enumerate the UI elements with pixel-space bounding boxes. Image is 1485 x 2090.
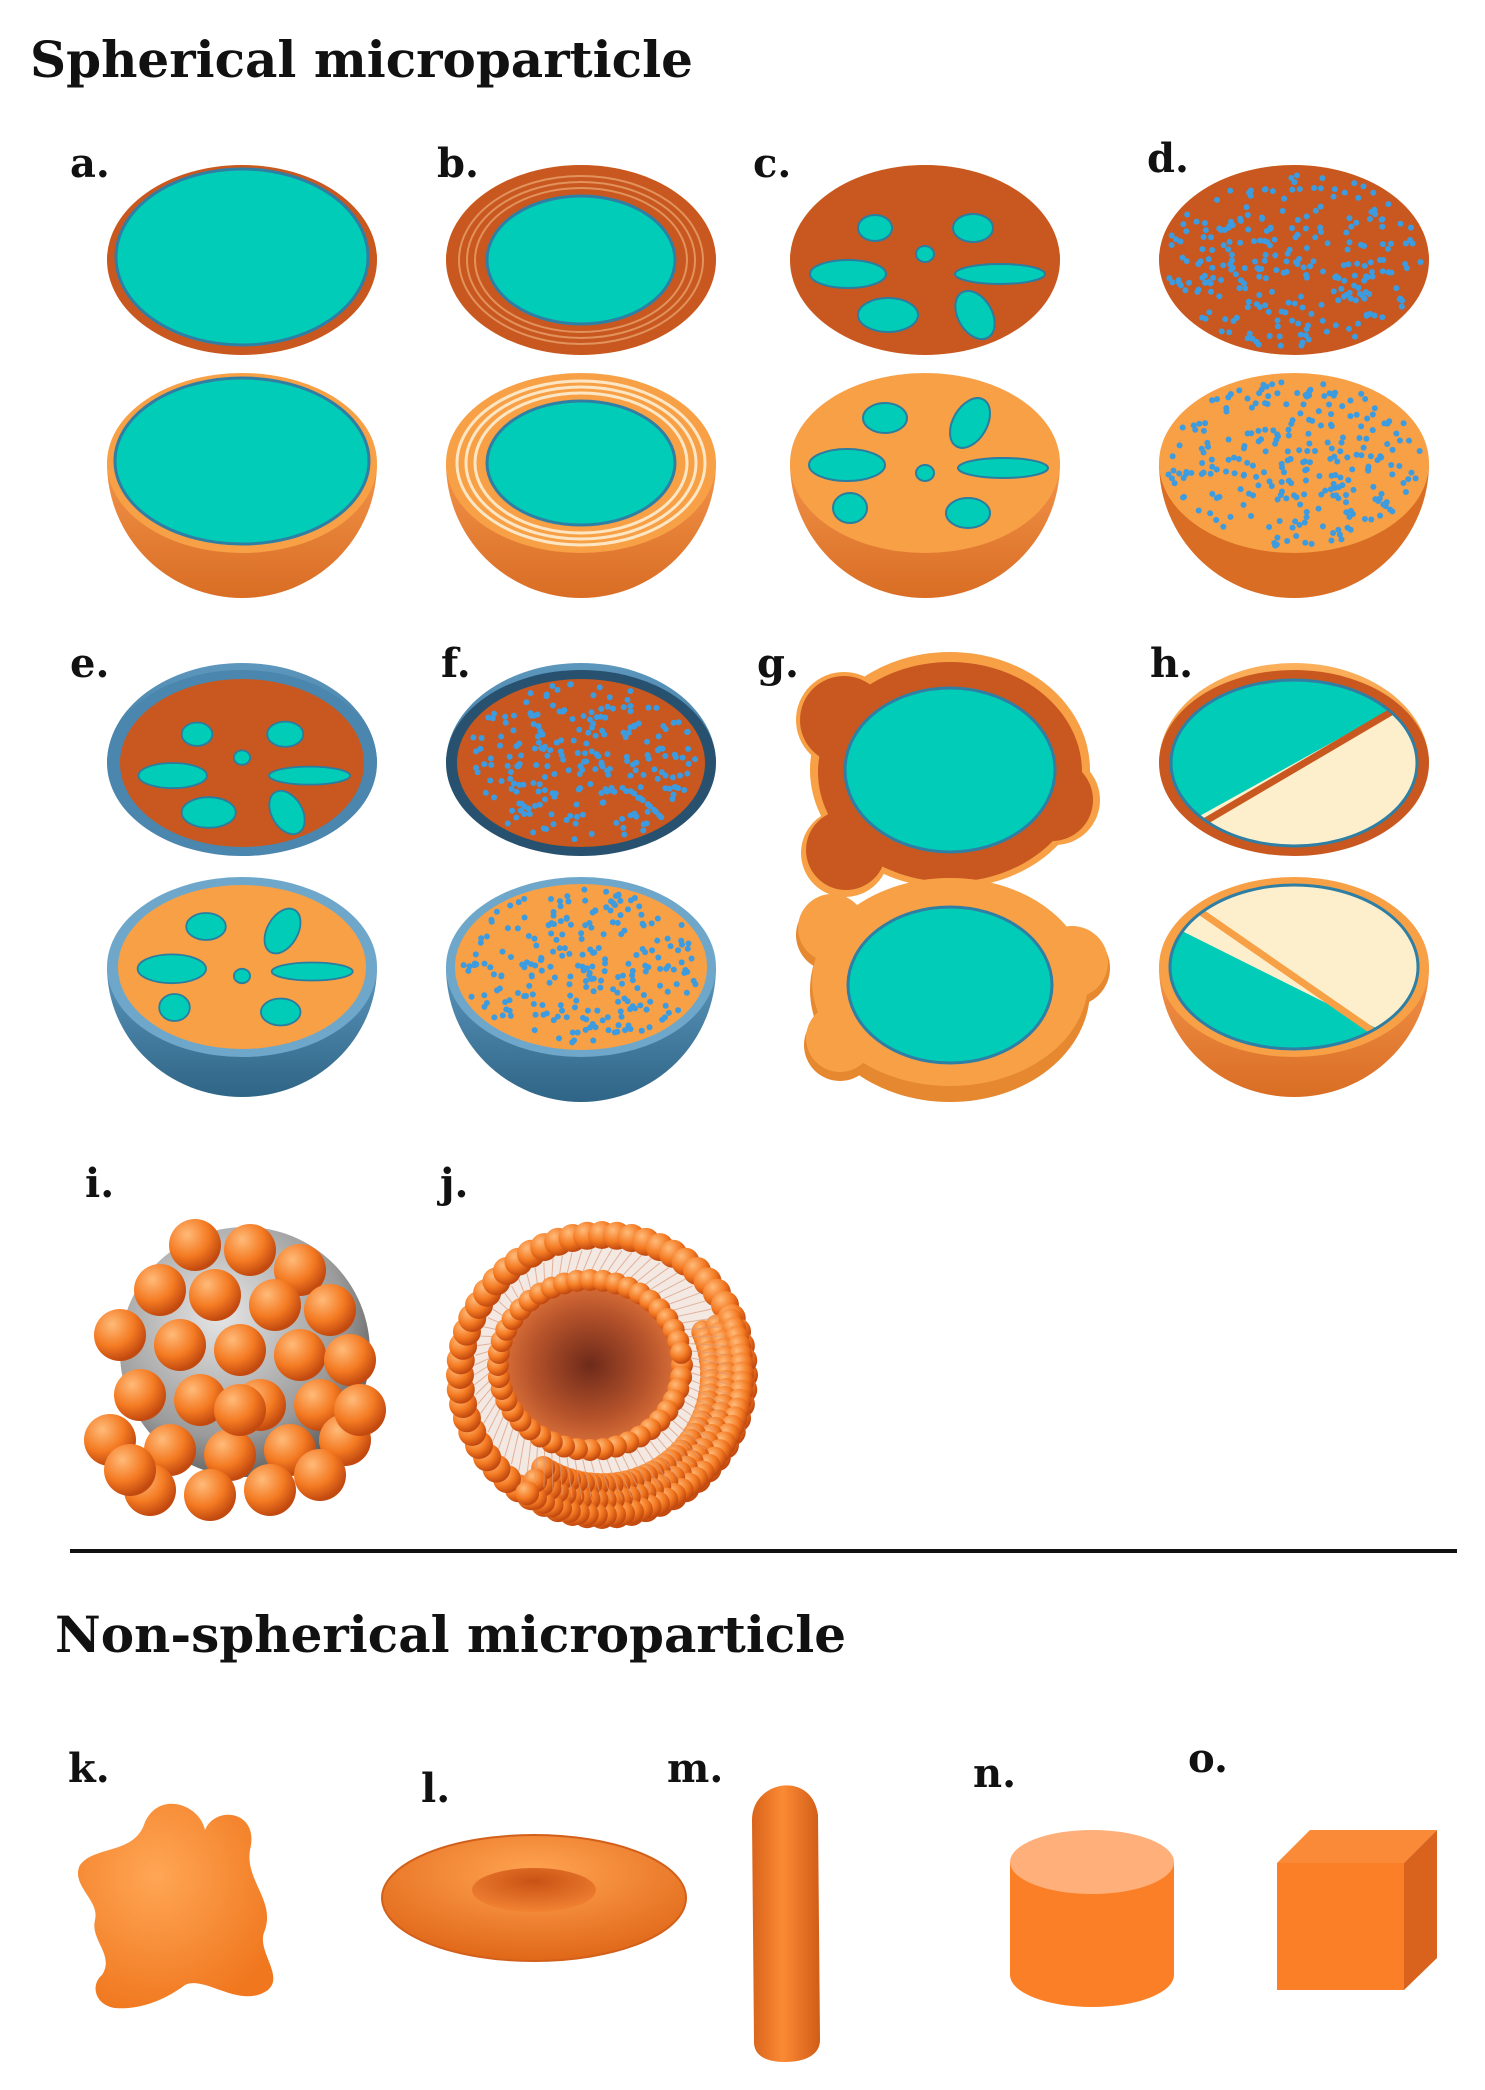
panel-e-coated-multicore bbox=[107, 663, 377, 1097]
panel-g-irregular-shell bbox=[796, 652, 1110, 1102]
panel-j-liposome bbox=[446, 1221, 758, 1529]
panel-label-d: d. bbox=[1147, 135, 1189, 182]
panel-f-coated-matrix bbox=[446, 663, 716, 1102]
panel-k-irregular-particle bbox=[77, 1803, 274, 2009]
panel-label-o: o. bbox=[1188, 1735, 1228, 1782]
panel-label-l: l. bbox=[421, 1765, 451, 1812]
heading-non-spherical: Non-spherical microparticle bbox=[55, 1605, 847, 1664]
panel-label-j: j. bbox=[440, 1160, 469, 1207]
panel-o-cube bbox=[1277, 1830, 1437, 1990]
panel-n-cylinder bbox=[1010, 1830, 1174, 2007]
panel-a-core-shell bbox=[107, 165, 377, 598]
panel-l-torus bbox=[381, 1834, 687, 1962]
panel-h-janus bbox=[1159, 663, 1429, 1097]
panel-label-b: b. bbox=[437, 140, 479, 187]
panel-d-matrix-dispersed bbox=[1159, 165, 1429, 598]
panel-label-e: e. bbox=[70, 640, 110, 687]
heading-spherical: Spherical microparticle bbox=[30, 30, 693, 89]
panel-i-pickering-particle bbox=[84, 1219, 386, 1521]
panel-label-h: h. bbox=[1150, 640, 1194, 687]
panel-m-rod bbox=[752, 1785, 820, 2062]
panel-label-i: i. bbox=[85, 1160, 115, 1207]
panel-label-n: n. bbox=[973, 1750, 1017, 1797]
panel-b-multilayer-shell bbox=[446, 165, 716, 598]
panel-label-g: g. bbox=[757, 640, 799, 687]
panel-label-f: f. bbox=[441, 640, 471, 687]
panel-label-c: c. bbox=[753, 140, 792, 187]
panel-c-multicore bbox=[790, 165, 1060, 598]
panel-label-a: a. bbox=[70, 140, 110, 187]
panel-label-m: m. bbox=[667, 1745, 724, 1792]
panel-label-k: k. bbox=[68, 1745, 110, 1792]
